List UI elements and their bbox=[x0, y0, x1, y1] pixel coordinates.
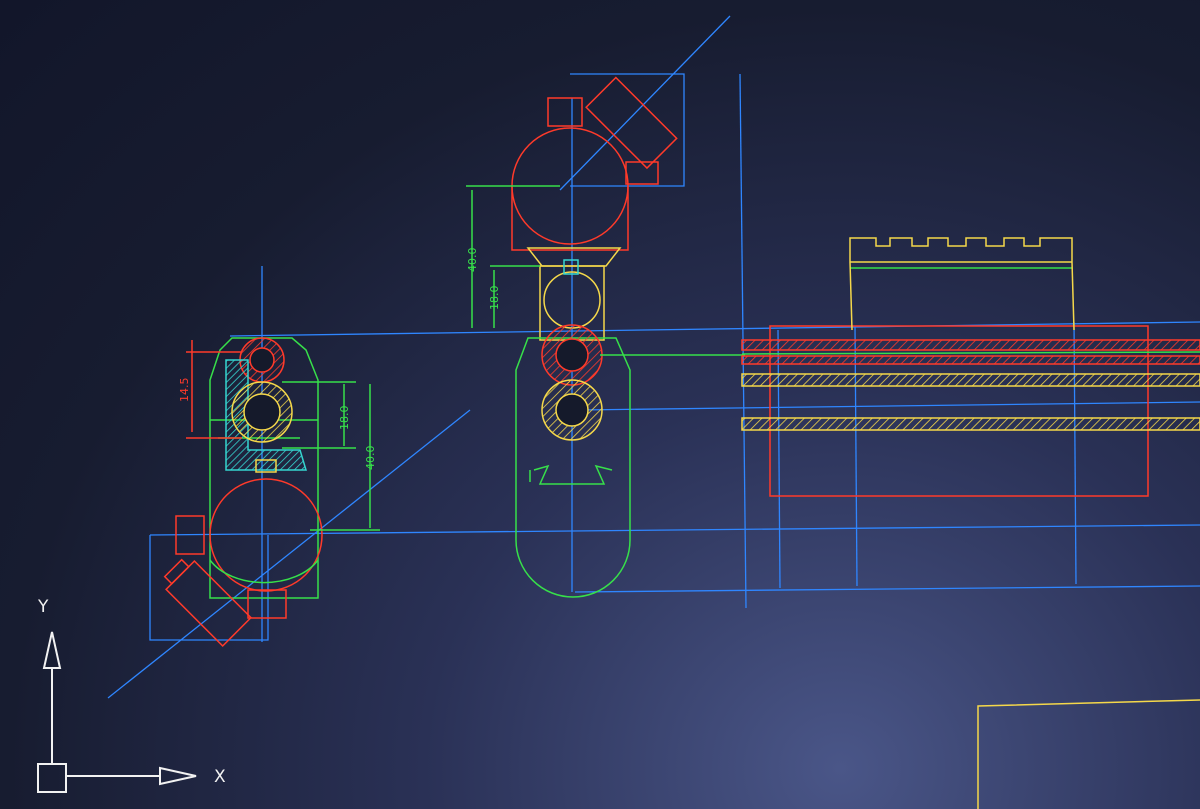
dim-18-left: 18.0 bbox=[338, 406, 351, 431]
horizontal-reference-line-mid bbox=[579, 401, 1200, 411]
right-red-housing bbox=[769, 325, 1149, 497]
left-part-view bbox=[163, 337, 380, 648]
horizontal-reference-line-lower bbox=[149, 524, 1200, 536]
upper-box bbox=[570, 73, 685, 187]
left-motor-body bbox=[165, 560, 253, 648]
dimension-labels: 14.5 18.0 40.0 40.0 18.0 bbox=[178, 248, 501, 471]
ucs-y-arrow-icon bbox=[42, 631, 62, 669]
diagonal-construction-line-left bbox=[107, 409, 471, 699]
ucs-origin-box bbox=[37, 763, 67, 793]
center-dovetail bbox=[526, 247, 622, 267]
dim-18-top: 18.0 bbox=[488, 286, 501, 311]
dim-14-5: 14.5 bbox=[178, 378, 191, 403]
shaft-yellow-1 bbox=[741, 373, 1200, 387]
dim-40-top: 40.0 bbox=[466, 248, 479, 273]
shaft-yellow-2 bbox=[741, 417, 1200, 431]
left-part-outline bbox=[209, 337, 319, 599]
ucs-x-label: X bbox=[214, 767, 226, 787]
shaft-red-2 bbox=[741, 355, 1200, 365]
ucs-axis-icon bbox=[37, 631, 197, 793]
vertical-line-body-left bbox=[854, 325, 858, 587]
right-toothed-block bbox=[849, 237, 1073, 262]
dim-40-left: 40.0 bbox=[364, 446, 377, 471]
shaft-red-1 bbox=[741, 339, 1200, 351]
left-large-circle bbox=[209, 478, 323, 592]
vertical-line-block-left bbox=[777, 329, 781, 589]
center-part-view bbox=[466, 76, 745, 598]
diagonal-construction-line-top bbox=[559, 15, 731, 191]
horizontal-reference-line-upper bbox=[229, 321, 1200, 337]
horizontal-reference-line-bottom bbox=[574, 585, 1200, 593]
ucs-x-arrow-icon bbox=[159, 766, 197, 786]
lower-right-frame bbox=[977, 699, 1200, 809]
vertical-line-body-right bbox=[1073, 321, 1077, 585]
right-assembly-view bbox=[741, 237, 1200, 497]
lower-left-box bbox=[149, 535, 269, 641]
ucs-y-label: Y bbox=[37, 597, 49, 617]
center-motor-body bbox=[585, 76, 678, 170]
center-lower-body bbox=[515, 337, 631, 598]
